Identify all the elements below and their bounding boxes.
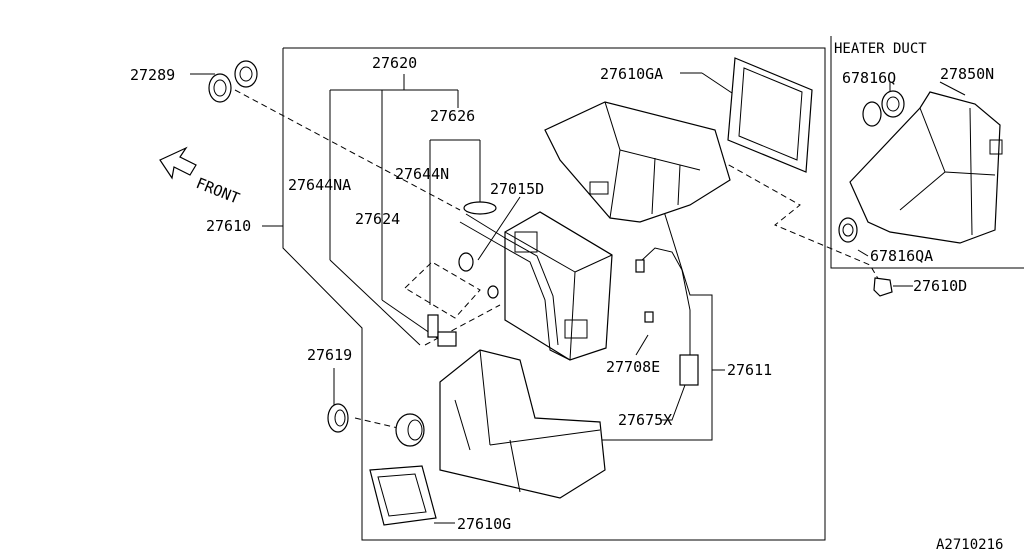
intake-housing: [544, 101, 731, 223]
part-label-27289: 27289: [130, 66, 175, 84]
grommet-27289: [208, 60, 258, 103]
blower-housing: [439, 349, 606, 499]
part-label-27611: 27611: [727, 361, 772, 379]
front-label: FRONT: [194, 174, 243, 208]
part-label-27619: 27619: [307, 346, 352, 364]
part-label-27644N: 27644N: [395, 165, 449, 183]
grommet-67816Q: [862, 90, 905, 127]
heater-duct-frame: [830, 36, 1024, 269]
pipe-assembly: [427, 201, 571, 361]
part-label-27644NA: 27644NA: [288, 176, 351, 194]
heater-duct-title: HEATER DUCT: [834, 41, 927, 57]
part-label-67816QA: 67816QA: [870, 247, 933, 265]
part-label-27610G: 27610G: [457, 515, 511, 533]
dashed-assembly-lines: [234, 89, 881, 429]
main-assembly-frame: [282, 47, 826, 541]
part-label-27708E: 27708E: [606, 358, 660, 376]
part-label-27610D: 27610D: [913, 277, 967, 295]
ring-27619: [327, 403, 349, 433]
heater-duct-assembly: [849, 91, 1003, 244]
part-label-27626: 27626: [430, 107, 475, 125]
part-label-27675X: 27675X: [618, 411, 672, 429]
evaporator-core: [504, 211, 613, 361]
blower-motor: [395, 413, 425, 447]
part-label-27610: 27610: [206, 217, 251, 235]
filter-frame-27610GA: [727, 57, 813, 173]
filter-frame-27610G: [369, 465, 437, 526]
part-label-27620: 27620: [372, 54, 417, 72]
sensor-wire: [635, 247, 699, 386]
part-label-27624: 27624: [355, 210, 400, 228]
part-label-67816Q: 67816Q: [842, 69, 896, 87]
diagram-code: A2710216: [936, 537, 1003, 553]
grommet-67816QA: [838, 217, 858, 243]
leader-lines: [159, 72, 966, 524]
part-label-27015D: 27015D: [490, 180, 544, 198]
clip-27610D: [873, 277, 893, 297]
part-label-27850N: 27850N: [940, 65, 994, 83]
part-label-27610GA: 27610GA: [600, 65, 663, 83]
